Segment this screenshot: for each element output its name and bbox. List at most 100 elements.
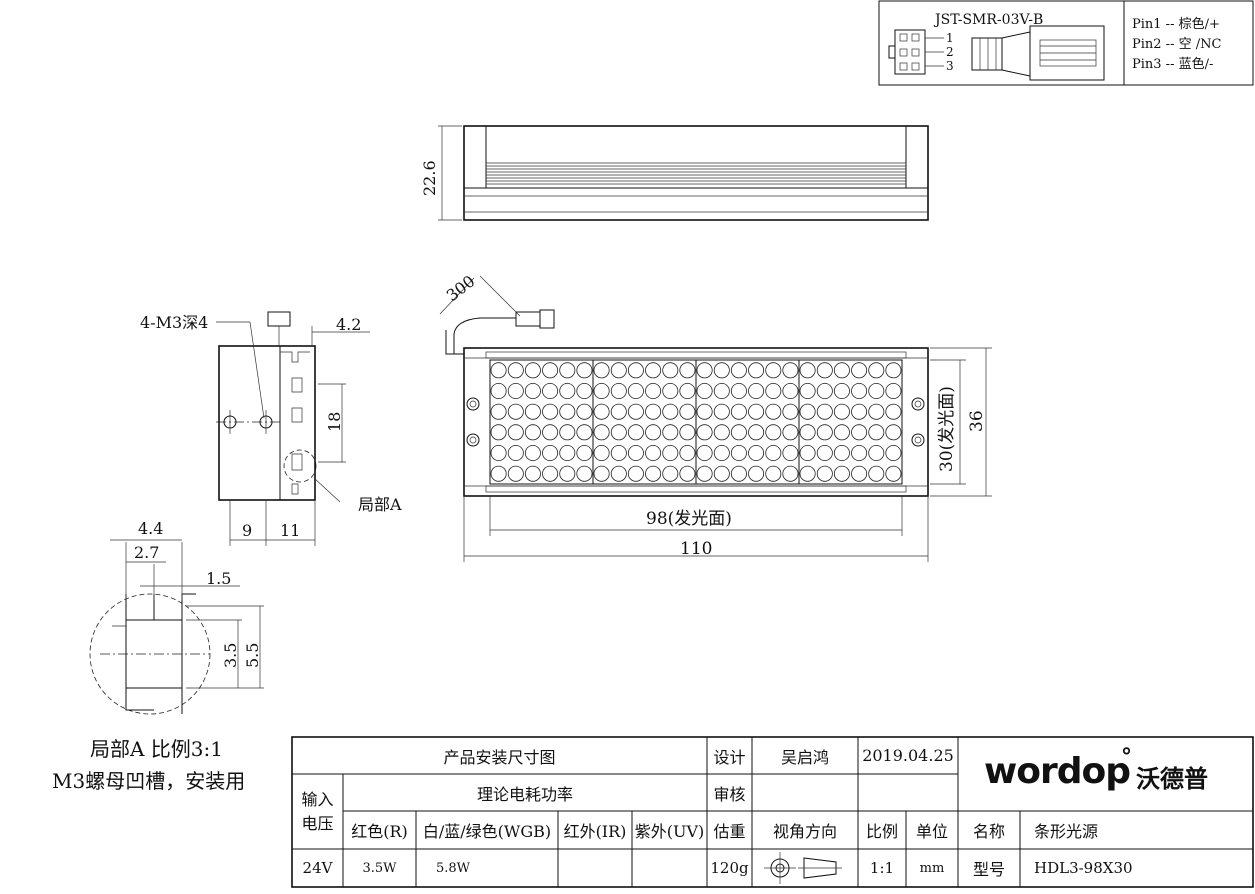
wbg-power-value: 5.8W: [435, 860, 471, 876]
dim-11: 11: [280, 521, 300, 540]
led-icon: [542, 465, 559, 482]
led-icon: [627, 424, 644, 441]
led-icon: [662, 465, 679, 482]
weight-value: 120g: [710, 859, 749, 877]
led-icon: [748, 362, 765, 379]
led-icon: [490, 465, 507, 482]
view-direction-label: 视角方向: [772, 822, 837, 841]
detail-caption-scale: 局部A 比例3:1: [90, 737, 223, 761]
led-icon: [730, 424, 747, 441]
led-icon: [833, 444, 850, 461]
led-icon: [627, 382, 644, 399]
led-icon: [662, 382, 679, 399]
led-icon: [799, 362, 816, 379]
led-icon: [627, 465, 644, 482]
led-icon: [679, 424, 696, 441]
led-icon: [748, 424, 765, 441]
led-icon: [782, 403, 799, 420]
power-label: 理论电耗功率: [476, 784, 573, 804]
col-red-header: 红色(R): [351, 822, 408, 841]
led-icon: [645, 444, 662, 461]
dim-18: 18: [325, 412, 344, 432]
scale-label: 比例: [865, 822, 898, 841]
led-icon: [885, 465, 902, 482]
led-icon: [799, 465, 816, 482]
led-icon: [833, 382, 850, 399]
input-voltage-label: 输入电压: [301, 789, 334, 833]
led-icon: [593, 362, 610, 379]
led-icon: [610, 424, 627, 441]
scale-value: 1:1: [869, 859, 895, 877]
led-icon: [507, 444, 524, 461]
led-icon: [490, 403, 507, 420]
led-icon: [593, 382, 610, 399]
led-icon: [490, 362, 507, 379]
led-icon: [610, 444, 627, 461]
led-icon: [576, 403, 593, 420]
led-icon: [713, 444, 730, 461]
dim-9: 9: [242, 521, 252, 540]
led-icon: [610, 465, 627, 482]
height-total-dim: 36: [967, 410, 987, 432]
connector-housing-icon: [894, 29, 926, 75]
led-icon: [610, 382, 627, 399]
led-icon: [524, 382, 541, 399]
unit-value: mm: [919, 860, 945, 876]
led-icon: [507, 382, 524, 399]
led-icon: [662, 424, 679, 441]
led-icon: [868, 362, 885, 379]
red-power-value: 3.5W: [362, 860, 397, 876]
led-icon: [542, 362, 559, 379]
led-icon: [765, 362, 782, 379]
led-icon: [524, 465, 541, 482]
led-icon: [610, 403, 627, 420]
led-icon: [507, 403, 524, 420]
led-icon: [816, 465, 833, 482]
led-icon: [713, 465, 730, 482]
led-icon: [816, 444, 833, 461]
pin2-description: Pin2 -- 空 /NC: [1132, 37, 1221, 52]
led-icon: [645, 382, 662, 399]
led-icon: [679, 362, 696, 379]
led-icon: [833, 465, 850, 482]
drawing-date: 2019.04.25: [862, 746, 954, 765]
dim-5-5: 5.5: [243, 643, 262, 668]
led-icon: [542, 382, 559, 399]
led-icon: [799, 403, 816, 420]
detail-caption-purpose: M3螺母凹槽，安装用: [52, 769, 245, 793]
led-icon: [696, 403, 713, 420]
led-icon: [885, 382, 902, 399]
led-icon: [851, 444, 868, 461]
led-icon: [765, 382, 782, 399]
led-icon: [885, 403, 902, 420]
led-icon: [782, 465, 799, 482]
led-icon: [696, 465, 713, 482]
pin-number-1: 1: [946, 31, 954, 45]
col-ir-header: 红外(IR): [563, 822, 627, 841]
led-icon: [645, 403, 662, 420]
led-icon: [696, 424, 713, 441]
connector-plug-icon: [971, 25, 1105, 81]
logo-wordmark: wordop: [984, 751, 1131, 792]
led-icon: [816, 424, 833, 441]
led-icon: [851, 424, 868, 441]
led-icon: [593, 403, 610, 420]
led-icon: [559, 465, 576, 482]
led-icon: [782, 382, 799, 399]
led-icon: [542, 444, 559, 461]
led-icon: [576, 424, 593, 441]
dim-3-5: 3.5: [221, 643, 240, 668]
led-icon: [782, 362, 799, 379]
led-icon: [765, 424, 782, 441]
led-icon: [490, 382, 507, 399]
width-total-dim: 110: [680, 539, 712, 559]
led-icon: [868, 444, 885, 461]
led-icon: [868, 424, 885, 441]
led-icon: [576, 382, 593, 399]
product-name: 条形光源: [1034, 822, 1099, 841]
led-icon: [851, 465, 868, 482]
pin1-description: Pin1 -- 棕色/+: [1132, 16, 1220, 32]
led-icon: [713, 424, 730, 441]
uv-power-value: [632, 849, 707, 887]
detail-view: 4.4 2.7 1.5 3.5 5.5 局部A 比例3:1 M3螺母凹槽，安装用: [52, 519, 264, 793]
